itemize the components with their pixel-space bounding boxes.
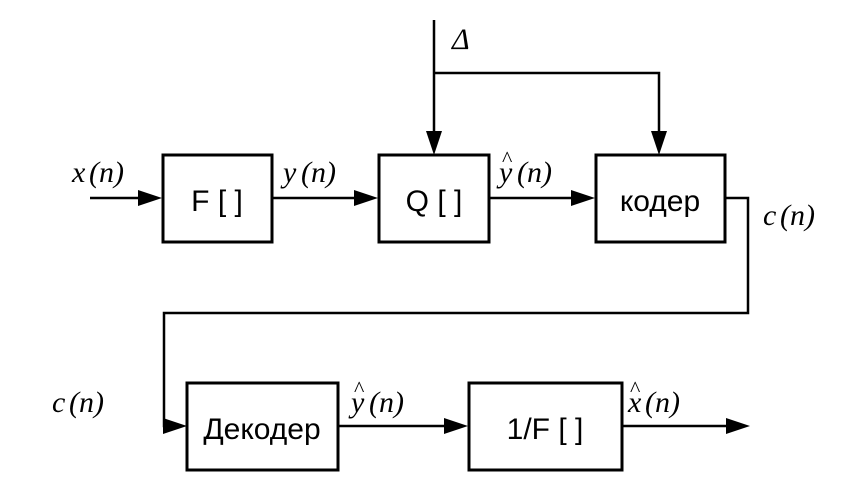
svg-text:(n): (n) (780, 199, 815, 232)
svg-text:(n): (n) (645, 386, 680, 419)
svg-text:c: c (52, 386, 65, 419)
block-q: Q [ ] (377, 153, 491, 244)
arrow-into-decoder (163, 418, 187, 434)
arrow-into-inverse-f (444, 418, 468, 434)
svg-text:c: c (763, 199, 776, 232)
arrow-into-f (138, 190, 162, 206)
arrow-delta-into-q (426, 131, 442, 155)
wire-delta-branch (434, 71, 661, 132)
svg-text:x: x (71, 156, 86, 189)
arrow-into-q (354, 190, 378, 206)
arrow-into-coder (571, 190, 595, 206)
signal-xhat-output-label: x ^ (n) (627, 376, 680, 419)
block-decoder-label: Декодер (203, 413, 320, 446)
signal-yhat-decoded-label: y ^ (n) (348, 376, 404, 419)
svg-text:(n): (n) (301, 156, 336, 189)
svg-text:^: ^ (354, 376, 365, 401)
signal-yhat-label: y ^ (n) (496, 146, 552, 189)
svg-text:^: ^ (502, 146, 513, 171)
block-q-label: Q [ ] (406, 185, 463, 218)
svg-text:(n): (n) (369, 386, 404, 419)
signal-c-left-label: c (n) (52, 386, 104, 419)
block-coder: кодер (594, 153, 727, 244)
block-decoder: Декодер (185, 381, 340, 472)
delta-label: Δ (451, 23, 470, 56)
signal-c-right-label: c (n) (763, 199, 815, 232)
svg-text:(n): (n) (89, 156, 124, 189)
svg-text:^: ^ (630, 376, 641, 401)
block-f: F [ ] (161, 153, 274, 244)
block-inverse-f: 1/F [ ] (467, 381, 624, 472)
svg-text:x: x (627, 386, 642, 419)
svg-text:y: y (348, 386, 365, 419)
arrow-delta-into-coder (651, 131, 667, 155)
svg-text:y: y (280, 156, 297, 189)
arrow-output (726, 418, 750, 434)
block-coder-label: кодер (620, 185, 700, 218)
block-f-label: F [ ] (191, 185, 243, 218)
svg-text:(n): (n) (69, 386, 104, 419)
svg-text:y: y (496, 156, 513, 189)
block-inverse-f-label: 1/F [ ] (507, 413, 584, 446)
signal-y-label: y (n) (280, 156, 336, 189)
signal-x-input-label: x (n) (71, 156, 124, 189)
svg-text:(n): (n) (517, 156, 552, 189)
